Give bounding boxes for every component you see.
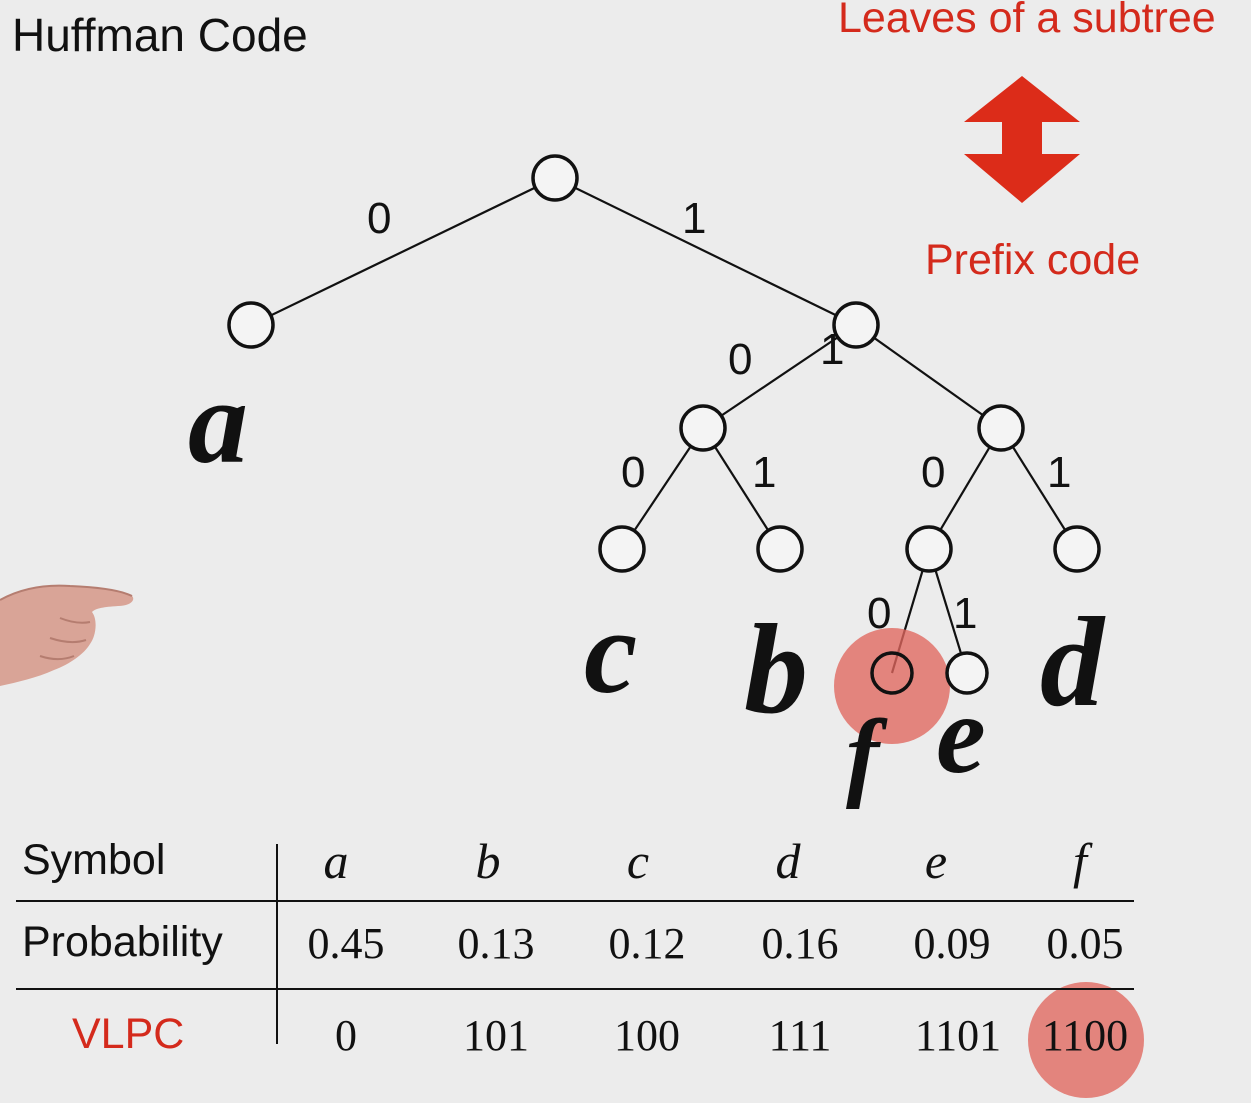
edge-label-n2-left: 0 — [621, 448, 645, 497]
edge-label-n3-right: 1 — [1047, 448, 1071, 497]
prefix-code-note: Prefix code — [925, 236, 1141, 284]
table-row-symbol: Symbol a b c d e f — [16, 828, 1134, 900]
edge-label-n4-left: 0 — [867, 589, 891, 638]
edge-label-root-right: 1 — [682, 194, 706, 243]
code-cell: 111 — [768, 1011, 832, 1060]
edge-label-n1-left: 0 — [728, 335, 752, 384]
leaf-letter-c: c — [584, 585, 637, 718]
edge-root-left — [250, 177, 556, 326]
edge-label-n1-right: 1 — [820, 325, 844, 374]
probability-header: Probability — [22, 918, 223, 966]
double-headed-arrow-icon — [964, 76, 1080, 203]
probability-cell: 0.05 — [1046, 919, 1124, 968]
tree-node-c — [598, 525, 646, 573]
code-cell: 101 — [463, 1011, 529, 1060]
tree-node-n1 — [832, 301, 880, 349]
probability-cell: 0.16 — [761, 919, 839, 968]
code-cell: 1100 — [1041, 1011, 1129, 1060]
symbol-cell: e — [924, 833, 948, 889]
code-cell: 100 — [614, 1011, 680, 1060]
leaf-f-highlight — [834, 628, 950, 744]
probability-cell: 0.45 — [307, 919, 385, 968]
tree-node-n3 — [977, 404, 1025, 452]
symbol-cell: a — [323, 833, 349, 889]
table-divider — [16, 988, 1134, 990]
probability-cell: 0.09 — [913, 919, 991, 968]
leaf-letter-b: b — [744, 598, 808, 740]
table-row-vlpc: VLPC 0 101 100 111 1101 1100 — [16, 988, 1134, 1080]
code-1100-highlight — [1028, 982, 1144, 1098]
leaf-letter-e: e — [936, 673, 986, 797]
tree-node-b — [756, 525, 804, 573]
edge-label-n4-right: 1 — [953, 589, 977, 638]
table-vertical-divider — [276, 844, 278, 1044]
vlpc-header: VLPC — [72, 1010, 185, 1058]
edge-n2-left — [621, 427, 704, 550]
tree-node-a — [227, 301, 275, 349]
leaves-of-subtree-note: Leaves of a subtree — [838, 0, 1216, 42]
edge-label-root-left: 0 — [367, 194, 391, 243]
edge-n1-right — [855, 324, 1002, 429]
edge-label-n2-right: 1 — [752, 448, 776, 497]
tree-node-f — [870, 651, 914, 695]
code-cell: 1101 — [914, 1011, 1002, 1060]
edge-n1-left — [702, 324, 857, 429]
symbol-cell: c — [626, 833, 650, 889]
edge-n3-right — [1000, 427, 1078, 550]
leaf-letter-d: d — [1040, 591, 1106, 733]
tree-node-n4 — [905, 525, 953, 573]
symbol-cell: b — [475, 833, 501, 889]
code-table: Symbol a b c d e f Probability 0.45 0.13… — [16, 828, 1134, 1080]
edge-n2-right — [702, 427, 781, 550]
pointing-hand-image — [0, 584, 134, 686]
tree-node-d — [1053, 525, 1101, 573]
code-cell: 0 — [335, 1011, 357, 1060]
table-divider — [16, 900, 1134, 902]
edge-label-n3-left: 0 — [921, 448, 945, 497]
symbol-header: Symbol — [22, 836, 166, 884]
symbol-cell: d — [775, 833, 801, 889]
probability-cell: 0.12 — [608, 919, 686, 968]
tree-node-e — [945, 651, 989, 695]
slide-title: Huffman Code — [12, 9, 308, 61]
symbol-cell: f — [1073, 833, 1087, 889]
leaf-letter-a: a — [188, 355, 248, 488]
tree-node-root — [531, 154, 579, 202]
probability-cell: 0.13 — [457, 919, 535, 968]
edge-root-right — [554, 177, 857, 326]
table-row-probability: Probability 0.45 0.13 0.12 0.16 0.09 0.0… — [16, 900, 1134, 988]
tree-node-n2 — [679, 404, 727, 452]
